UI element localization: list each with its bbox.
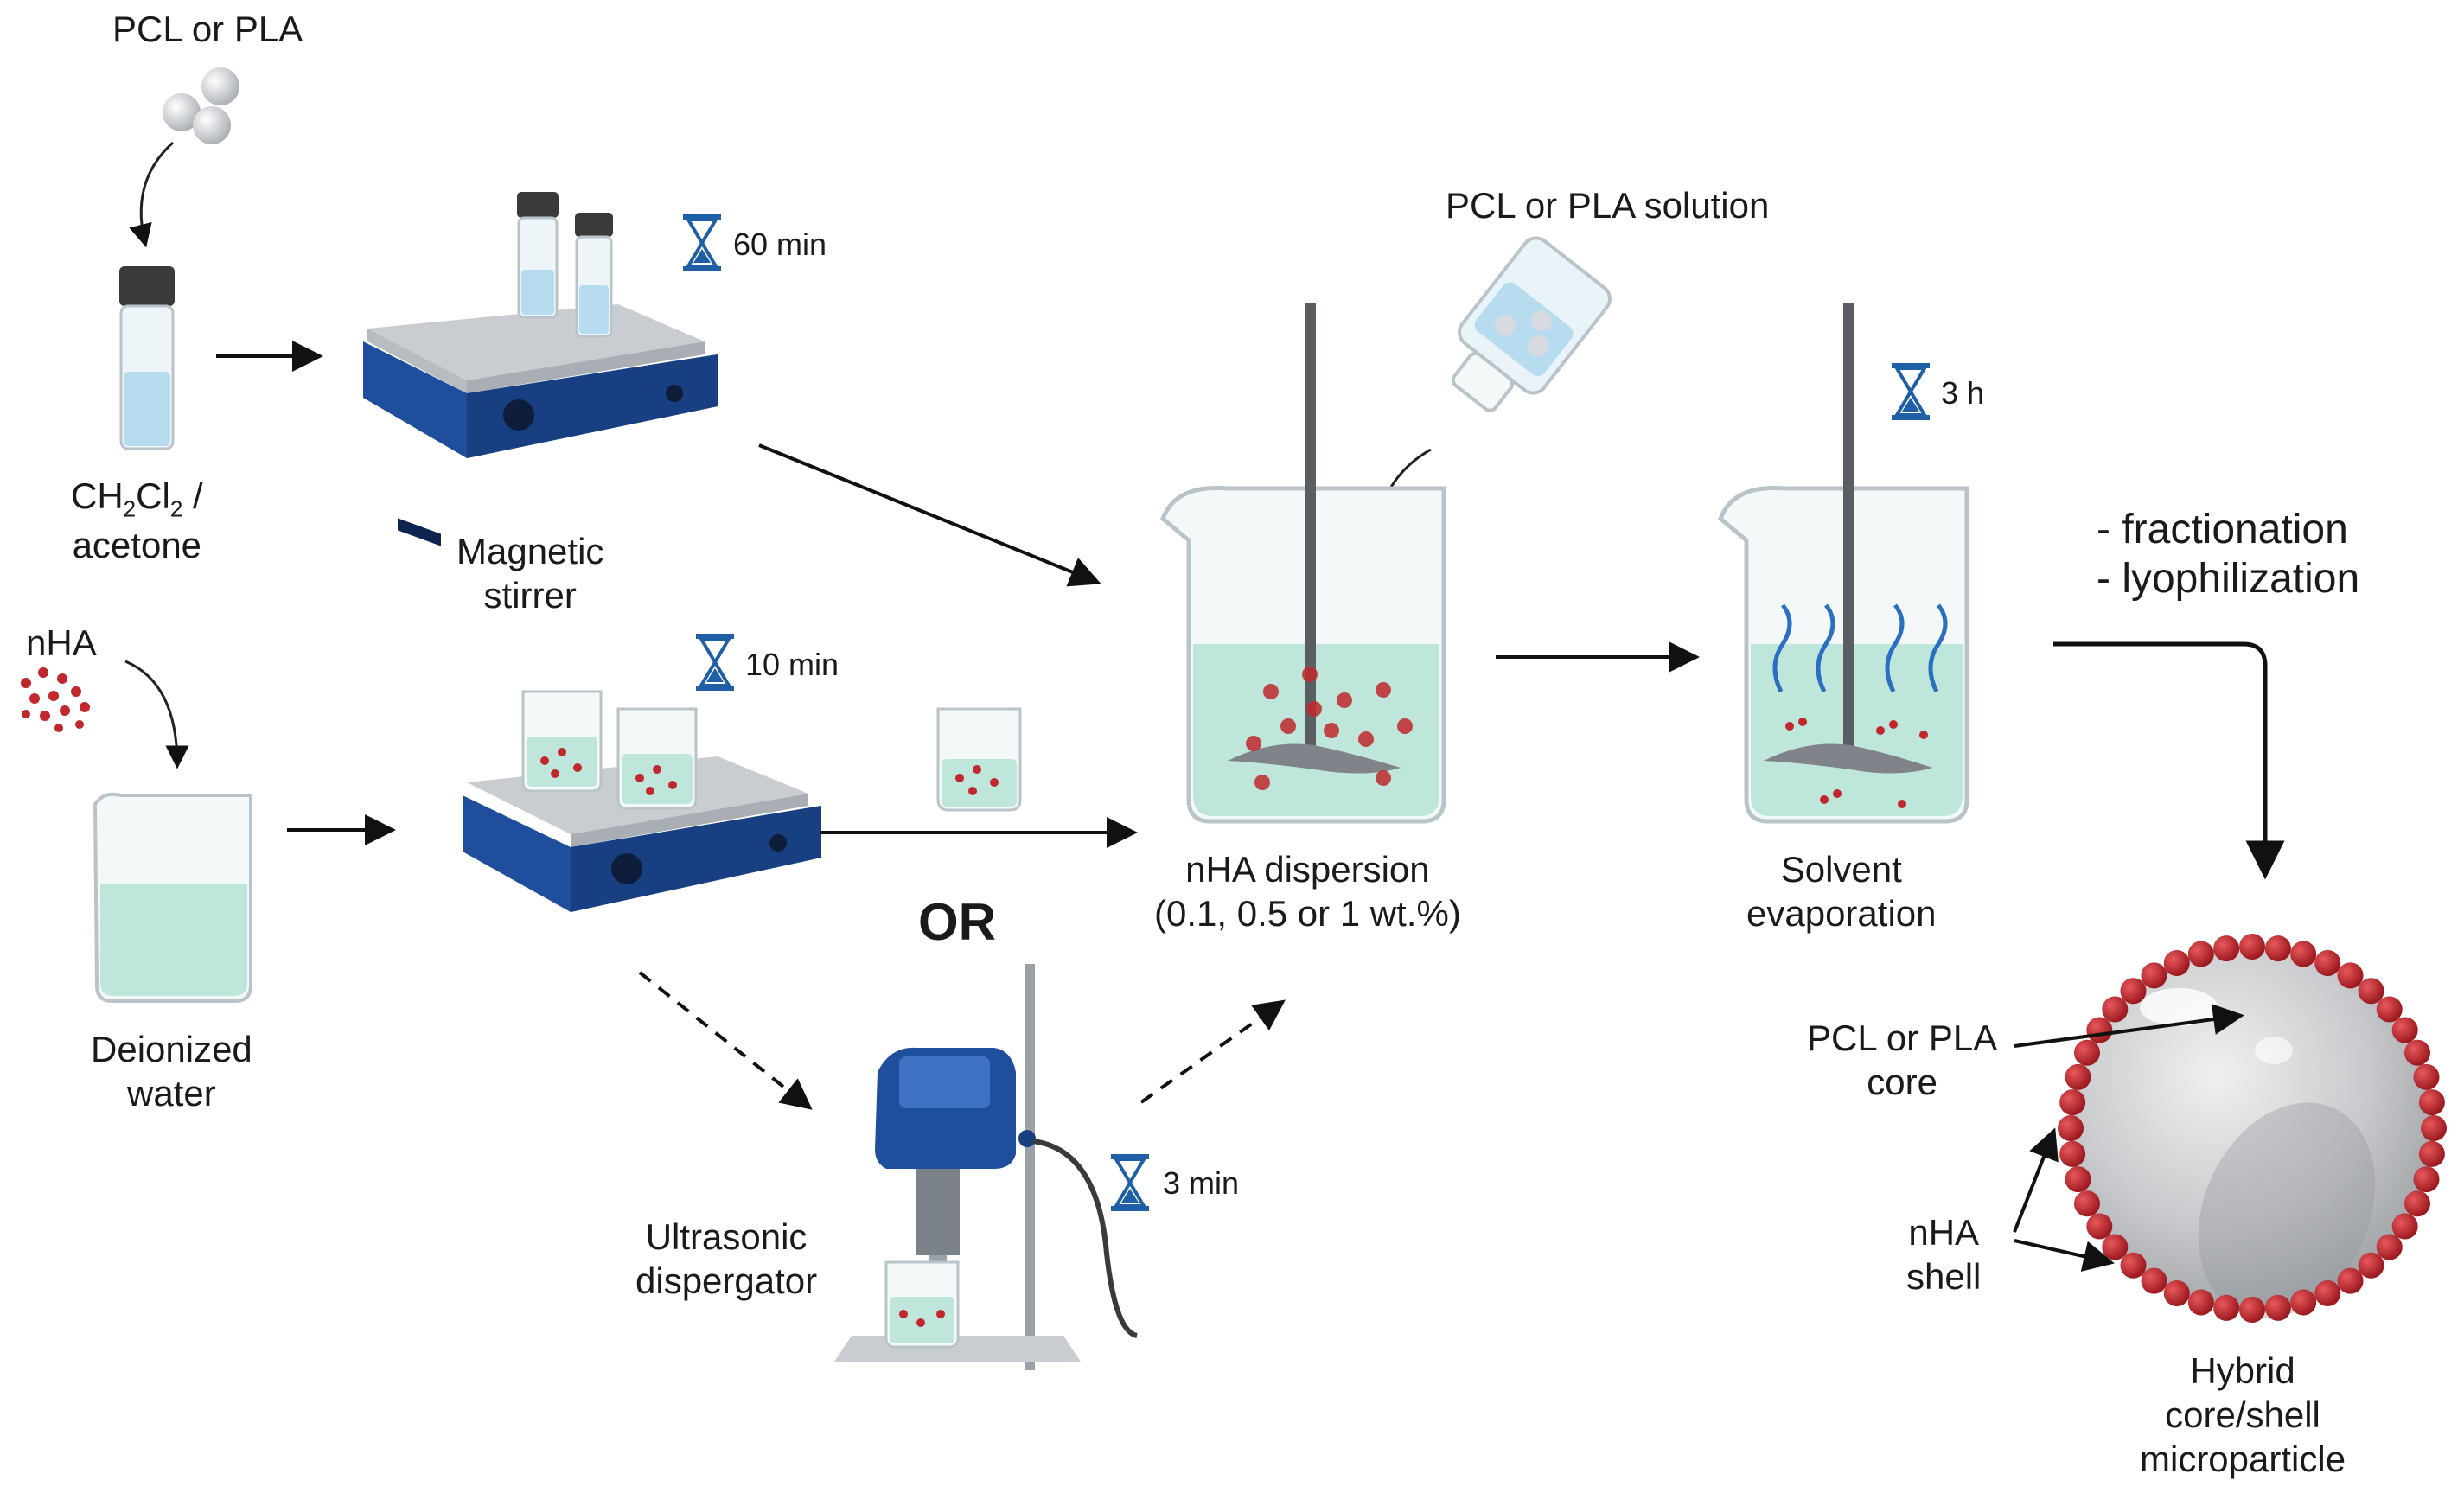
shell-bead bbox=[2065, 1166, 2091, 1193]
microparticle-icon bbox=[2058, 934, 2447, 1323]
dispersion-label: nHA dispersion(0.1, 0.5 or 1 wt.%) bbox=[1154, 849, 1461, 935]
shell-bead bbox=[2358, 1252, 2384, 1279]
shell-bead bbox=[2314, 949, 2341, 976]
shell-bead bbox=[2141, 1267, 2167, 1294]
shell-bead bbox=[2337, 1267, 2364, 1294]
shell-bead bbox=[2314, 1280, 2341, 1307]
shell-bead bbox=[2418, 1089, 2445, 1116]
shell-bead bbox=[2391, 1213, 2418, 1240]
shell-bead bbox=[2163, 949, 2190, 976]
shell-bead bbox=[2213, 935, 2240, 962]
shell-bead bbox=[2264, 1294, 2291, 1321]
shell-bead bbox=[2058, 1115, 2084, 1141]
timer-3h: 3 h bbox=[1941, 375, 1985, 411]
post-processing-label: - fractionation- lyophilization bbox=[2097, 507, 2360, 602]
shell-bead bbox=[2102, 1234, 2129, 1260]
hourglass-icon bbox=[696, 634, 734, 691]
shell-bead bbox=[2239, 1297, 2265, 1323]
nha-particles-icon bbox=[21, 667, 90, 732]
ultrasonic-dispergator-icon bbox=[834, 964, 1138, 1370]
polymer-pellets-icon bbox=[163, 67, 239, 144]
shell-bead bbox=[2239, 934, 2265, 960]
timer-3min: 3 min bbox=[1163, 1165, 1240, 1201]
shell-bead bbox=[2290, 941, 2317, 967]
shell-bead bbox=[2213, 1294, 2240, 1321]
shell-bead bbox=[2187, 941, 2214, 967]
hourglass-icon bbox=[1111, 1154, 1149, 1211]
shell-bead bbox=[2141, 962, 2167, 989]
timer-10min: 10 min bbox=[745, 647, 839, 682]
shell-bead bbox=[2102, 996, 2129, 1023]
polymer-label: PCL or PLA bbox=[112, 9, 303, 49]
beaker-icon bbox=[1160, 303, 1446, 824]
shell-bead bbox=[2404, 1039, 2431, 1066]
polymer-solution-label: PCL or PLA solution bbox=[1446, 185, 1770, 226]
beaker-icon bbox=[93, 792, 252, 1003]
shell-bead bbox=[2086, 1017, 2113, 1043]
beaker-icon bbox=[1718, 303, 1969, 824]
vial-icon bbox=[119, 266, 175, 450]
shell-bead bbox=[2059, 1089, 2086, 1116]
hourglass-icon bbox=[1892, 363, 1930, 420]
shell-bead bbox=[2391, 1017, 2418, 1043]
bottle-icon bbox=[1451, 236, 1612, 412]
shell-bead bbox=[2404, 1190, 2431, 1217]
shell-bead bbox=[2376, 996, 2403, 1023]
shell-bead bbox=[2073, 1190, 2100, 1217]
nha-label: nHA bbox=[26, 622, 97, 663]
shell-bead bbox=[2065, 1063, 2091, 1090]
magnetic-stirrer-icon bbox=[363, 192, 718, 546]
shell-bead bbox=[2073, 1039, 2100, 1066]
shell-bead bbox=[2421, 1115, 2447, 1141]
timer-60min: 60 min bbox=[733, 227, 827, 262]
shell-bead bbox=[2376, 1234, 2403, 1260]
hourglass-icon bbox=[683, 214, 721, 271]
solvent-label: CH2Cl2 / acetone bbox=[71, 475, 203, 566]
shell-bead bbox=[2413, 1166, 2440, 1193]
shell-bead bbox=[2187, 1289, 2214, 1316]
shell-bead bbox=[2337, 962, 2364, 989]
magnetic-stirrer-icon bbox=[463, 690, 821, 912]
or-label: OR bbox=[918, 893, 996, 951]
shell-bead bbox=[2120, 978, 2147, 1005]
beaker-icon bbox=[936, 707, 1022, 812]
shell-bead bbox=[2264, 935, 2291, 962]
shell-bead bbox=[2120, 1252, 2147, 1279]
shell-bead bbox=[2290, 1289, 2317, 1316]
shell-bead bbox=[2413, 1063, 2440, 1090]
shell-bead bbox=[2086, 1213, 2113, 1240]
shell-bead bbox=[2163, 1280, 2190, 1307]
shell-bead bbox=[2059, 1140, 2086, 1167]
shell-bead bbox=[2358, 978, 2384, 1005]
shell-bead bbox=[2418, 1140, 2445, 1167]
